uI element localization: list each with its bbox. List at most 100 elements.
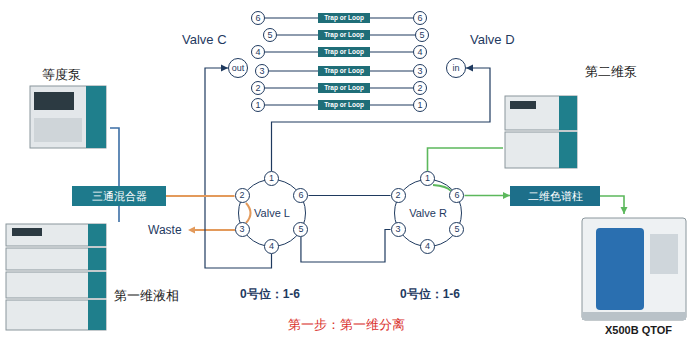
instrument-label: 等度泵: [42, 67, 81, 83]
flow-connector: [265, 88, 318, 89]
valve-port: 2: [391, 188, 406, 203]
valve-port: 6: [449, 188, 464, 203]
instrument-label: 第一维液相: [114, 288, 179, 304]
valve-port: 5: [293, 222, 308, 237]
trap-loop-box: Trap or Loop: [318, 30, 370, 40]
connector-line: [277, 34, 318, 35]
port-number: 4: [417, 48, 422, 57]
connector-line: [265, 87, 318, 88]
connector-line: [428, 148, 504, 171]
flow-connector: [265, 52, 318, 53]
valve-label: Valve C: [182, 32, 227, 48]
trap-loop-box: Trap or Loop: [318, 66, 370, 76]
flow-connector: [119, 206, 120, 222]
flow-connector: [308, 195, 390, 196]
port-circle: 1: [251, 98, 265, 112]
connector-line: [205, 68, 272, 268]
connector-line: [269, 70, 318, 71]
port-number: 6: [255, 14, 260, 23]
port-number: 1: [425, 174, 430, 183]
valve-port: 5: [449, 222, 464, 237]
pump-module: [505, 96, 577, 130]
flow-connector: [265, 18, 318, 19]
pump-body: [30, 86, 106, 148]
port-circle: 6: [251, 11, 265, 25]
lc-module: [6, 272, 106, 298]
port-circle: 3: [255, 64, 269, 78]
port-circle: 6: [413, 11, 427, 25]
connector-line: [265, 104, 318, 105]
valve-circle: Valve R123456: [394, 179, 462, 247]
arrowhead: [221, 65, 228, 72]
trap-loop-box: Trap or Loop: [318, 83, 370, 93]
flow-connector: [370, 18, 413, 19]
flow-connector: [166, 196, 235, 197]
port-circle: 5: [263, 28, 277, 42]
component-box: 二维色谱柱: [510, 186, 600, 206]
qtof-body: [582, 218, 686, 320]
connector-line: [370, 51, 413, 52]
valve-circle: Valve L123456: [238, 179, 306, 247]
valve-label: Valve D: [470, 32, 515, 48]
connector-line: [370, 104, 413, 105]
component-box: 三通混合器: [72, 186, 166, 206]
port-number: 1: [269, 174, 274, 183]
port-number: 6: [454, 191, 459, 200]
valve-port: 4: [420, 239, 435, 254]
port-circle: out: [228, 58, 248, 78]
port-number: 3: [259, 67, 264, 76]
trap-loop-box: Trap or Loop: [318, 13, 370, 23]
flow-connector: [428, 148, 504, 171]
flow-connector: [370, 71, 413, 72]
flow-connector: [265, 105, 318, 106]
flow-connector: [600, 196, 628, 214]
valve-port: 3: [235, 222, 250, 237]
valve-port: 2: [235, 188, 250, 203]
port-number: 4: [269, 242, 274, 251]
flow-connector: [370, 88, 413, 89]
port-circle: 5: [415, 28, 429, 42]
flow-connector: [272, 65, 491, 172]
arrowhead: [503, 192, 510, 199]
port-number: 6: [417, 14, 422, 23]
component-label: 三通混合器: [92, 191, 147, 202]
pump-panel: [34, 118, 82, 142]
isocratic-pump-figure: [30, 86, 106, 148]
lc-band: [88, 272, 106, 298]
port-circle: 2: [251, 81, 265, 95]
port-number: 2: [396, 191, 401, 200]
connector-line: [370, 70, 413, 71]
flow-connector: [269, 71, 318, 72]
connector-line: [600, 196, 624, 214]
instrument: 等度泵: [28, 66, 110, 152]
lc-module: [6, 248, 106, 270]
pump-display: [510, 101, 536, 109]
waste-label: Waste: [148, 223, 182, 237]
waste-arrowhead: [188, 227, 195, 234]
connector-line: [370, 87, 413, 88]
connector-line: [272, 68, 491, 171]
port-number: in: [452, 64, 459, 73]
flow-connector: [277, 35, 318, 36]
second-dimension-pump-figure: [505, 96, 577, 168]
connector-line: [308, 195, 390, 196]
valve-l-flow-arc: [246, 203, 251, 223]
port-number: 2: [417, 84, 422, 93]
port-number: 3: [417, 67, 422, 76]
lc-band: [88, 300, 106, 330]
port-number: 1: [255, 101, 260, 110]
waste-flow-line: [195, 229, 235, 231]
port-circle: 2: [413, 81, 427, 95]
qtof-front: [596, 228, 644, 310]
valve-name: Valve L: [254, 208, 290, 219]
port-circle: in: [446, 58, 466, 78]
instrument: 第二维泵: [503, 60, 643, 170]
trap-label: Trap or Loop: [324, 32, 364, 39]
port-number: 5: [298, 225, 303, 234]
pump-display: [34, 92, 74, 110]
arrowhead: [466, 65, 473, 72]
trap-label: Trap or Loop: [324, 85, 364, 92]
flow-connector: [110, 128, 119, 186]
position-label: 0号位：1-6: [400, 287, 460, 301]
trap-loop-box: Trap or Loop: [318, 100, 370, 110]
